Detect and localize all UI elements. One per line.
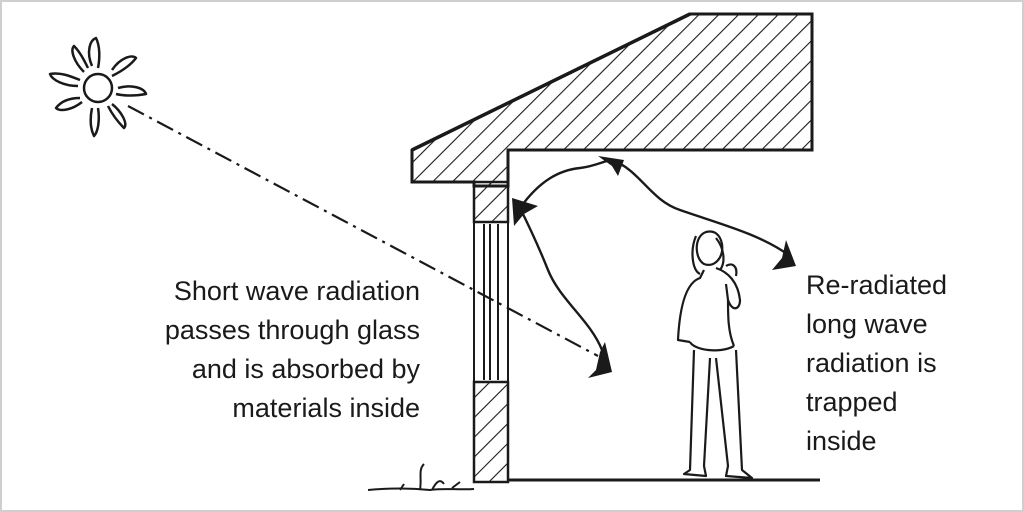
short-wave-label-line: passes through glass <box>164 315 420 345</box>
long-wave-label-line: radiation is <box>806 348 937 378</box>
sun-icon <box>48 36 148 138</box>
long-wave-arrowheads <box>512 156 796 270</box>
short-wave-arrowhead <box>588 342 612 378</box>
short-wave-label-line: materials inside <box>232 393 420 423</box>
long-wave-label-line: long wave <box>806 309 928 339</box>
short-wave-label-line: Short wave radiation <box>173 276 420 306</box>
short-wave-label-line: and is absorbed by <box>191 354 420 384</box>
house-section <box>367 12 820 492</box>
long-wave-label-line: inside <box>806 426 877 456</box>
long-wave-ray <box>518 158 791 351</box>
long-wave-label-line: trapped <box>806 387 898 417</box>
long-wave-label: Re-radiated long wave radiation is trapp… <box>806 266 1016 461</box>
person-figure <box>676 230 754 480</box>
window-glass <box>473 221 509 383</box>
short-wave-label: Short wave radiation passes through glas… <box>60 272 420 428</box>
long-wave-label-line: Re-radiated <box>806 270 948 300</box>
short-wave-ray <box>127 105 599 357</box>
